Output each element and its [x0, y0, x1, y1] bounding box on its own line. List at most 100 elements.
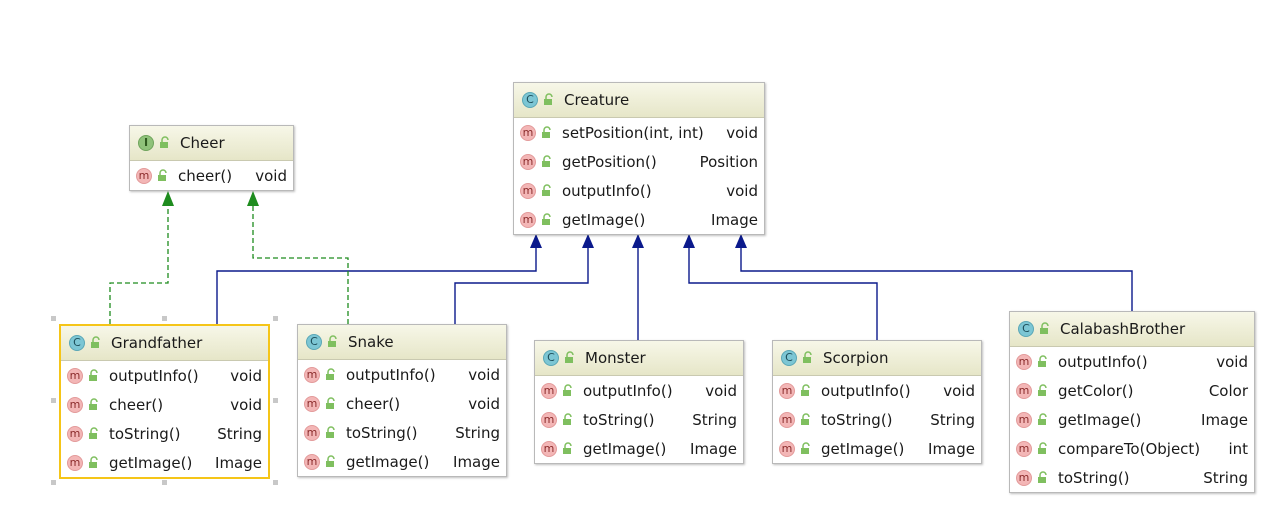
- method-icon: m: [304, 453, 320, 470]
- method-name: toString(): [109, 424, 181, 443]
- unlock-icon: [801, 412, 810, 425]
- edge-snake-cheer: [252, 205, 349, 324]
- method-return-type: Image: [928, 439, 975, 458]
- unlock-icon: [1040, 322, 1049, 334]
- method-name: cheer(): [109, 395, 164, 414]
- method-icon: m: [779, 411, 795, 428]
- class-header: C Grandfather: [61, 326, 268, 361]
- inheritance-arrowheads: [530, 234, 747, 248]
- edge-calabash-creature: [740, 248, 1133, 312]
- class-header: C Snake: [298, 325, 506, 360]
- method-name: getImage(): [1058, 410, 1142, 429]
- method-icon: m: [1016, 382, 1032, 399]
- class-header: C CalabashBrother: [1010, 312, 1254, 347]
- class-icon: C: [69, 335, 85, 351]
- resize-handle-s[interactable]: [162, 480, 167, 485]
- unlock-icon: [801, 441, 810, 454]
- unlock-icon: [89, 426, 98, 439]
- unlock-icon: [565, 351, 574, 363]
- unlock-icon: [563, 383, 572, 396]
- unlock-icon: [1038, 470, 1047, 483]
- resize-handle-sw[interactable]: [51, 480, 56, 485]
- edge-grandfather-creature: [216, 248, 537, 324]
- method-row[interactable]: m getImage() Image: [1010, 405, 1254, 434]
- method-return-type: Image: [453, 452, 500, 471]
- method-return-type: void: [1216, 352, 1248, 371]
- resize-handle-w[interactable]: [51, 398, 56, 403]
- unlock-icon: [89, 455, 98, 468]
- resize-handle-se[interactable]: [273, 480, 278, 485]
- unlock-icon: [563, 441, 572, 454]
- method-icon: m: [67, 367, 83, 384]
- edge-grandfather-cheer: [109, 205, 169, 324]
- method-icon: m: [67, 454, 83, 471]
- method-icon: m: [304, 395, 320, 412]
- class-name: CalabashBrother: [1060, 320, 1186, 338]
- arrowhead-grandfather: [530, 234, 542, 248]
- realization-arrowheads: [162, 191, 259, 206]
- resize-handle-n[interactable]: [162, 316, 167, 321]
- unlock-icon: [1038, 412, 1047, 425]
- method-return-type: Image: [1201, 410, 1248, 429]
- method-name: getImage(): [562, 210, 646, 229]
- method-return-type: String: [1203, 468, 1248, 487]
- unlock-icon: [160, 136, 169, 148]
- method-icon: m: [67, 425, 83, 442]
- method-name: toString(): [821, 410, 893, 429]
- unlock-icon: [326, 396, 335, 409]
- method-icon: m: [1016, 411, 1032, 428]
- class-name: Cheer: [180, 134, 225, 152]
- method-return-type: void: [468, 365, 500, 384]
- method-return-type: String: [692, 410, 737, 429]
- resize-handle-e[interactable]: [273, 398, 278, 403]
- method-name: getPosition(): [562, 152, 657, 171]
- method-return-type: void: [230, 366, 262, 385]
- edge-scorpion-creature: [688, 248, 878, 340]
- unlock-icon: [1038, 383, 1047, 396]
- arrowhead-scorpion: [683, 234, 695, 248]
- method-name: toString(): [583, 410, 655, 429]
- class-icon: C: [781, 350, 797, 366]
- resize-handle-ne[interactable]: [273, 316, 278, 321]
- unlock-icon: [326, 367, 335, 380]
- method-return-type: void: [705, 381, 737, 400]
- method-return-type: Position: [699, 152, 758, 171]
- resize-handle-nw[interactable]: [51, 316, 56, 321]
- method-icon: m: [779, 440, 795, 457]
- class-icon: C: [1018, 321, 1034, 337]
